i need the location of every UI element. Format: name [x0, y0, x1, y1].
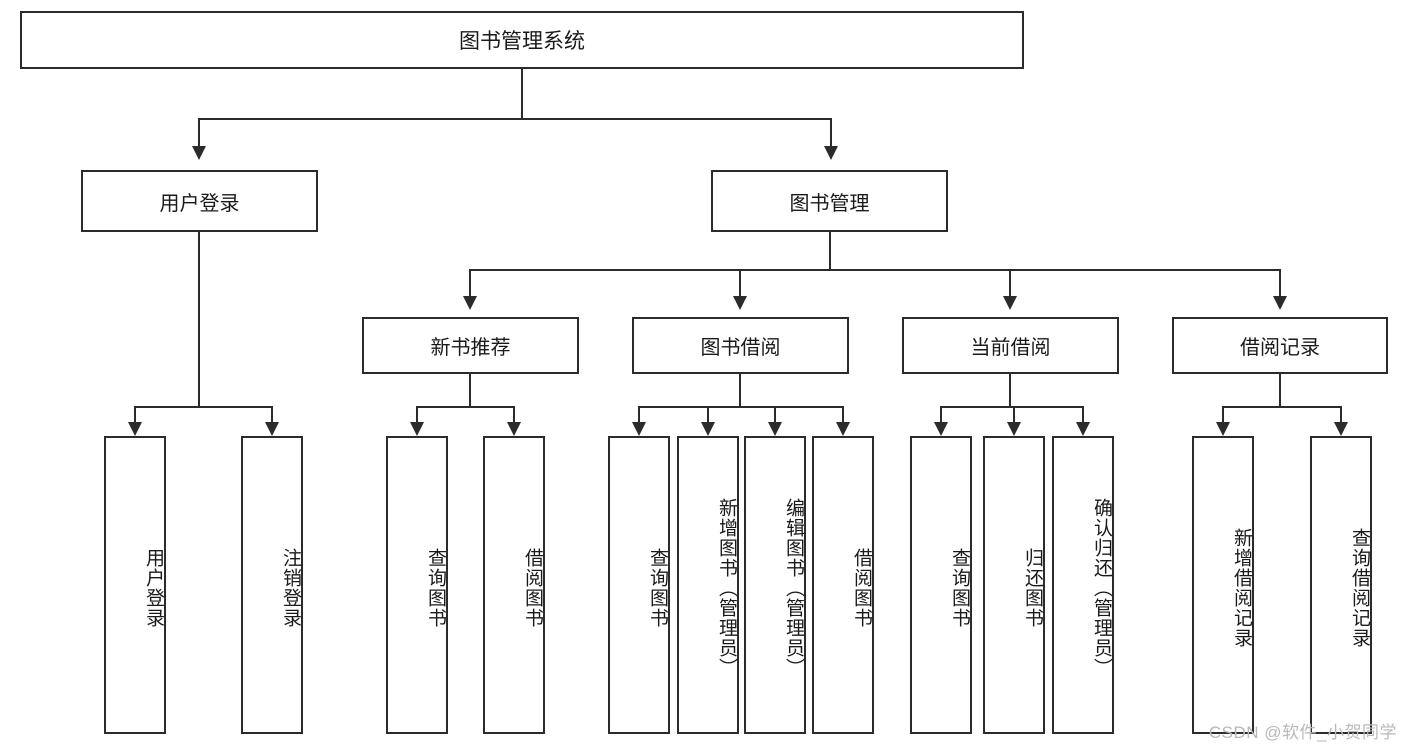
edge-newbook-stem [469, 374, 471, 407]
watermark-text: CSDN @软件_小贺同学 [1208, 723, 1397, 742]
node-current-borrow[interactable]: 当前借阅 [902, 317, 1119, 374]
arrow-to-leaf-add-record [1216, 422, 1230, 436]
node-book-borrow[interactable]: 图书借阅 [632, 317, 849, 374]
edge-currentborrow-stem [1009, 374, 1011, 407]
node-label: 编辑图书（管理员） [783, 498, 804, 678]
edge-bookborrow-bus [638, 406, 843, 408]
node-label: 查询图书 [425, 548, 446, 628]
edge-newbook-drop-2 [513, 406, 515, 422]
node-label: 查询图书 [647, 548, 668, 628]
node-label: 新书推荐 [430, 337, 511, 359]
leaf-add-borrow-record[interactable]: 新增借阅记录 [1192, 436, 1254, 734]
edge-bookmanage-bus [469, 269, 1281, 271]
edge-bookmanage-drop-3 [1009, 269, 1011, 296]
node-label: 归还图书 [1022, 548, 1043, 628]
edge-bookborrow-drop-2 [707, 406, 709, 422]
edge-borrowrecord-drop-1 [1222, 406, 1224, 422]
edge-bookmanage-drop-1 [469, 269, 471, 296]
node-label: 注销登录 [280, 548, 301, 628]
arrow-to-leaf-query-record [1334, 422, 1348, 436]
node-root-book-management-system[interactable]: 图书管理系统 [20, 11, 1024, 69]
arrow-to-book-borrow [733, 296, 747, 310]
edge-borrowrecord-stem [1279, 374, 1281, 407]
edge-root-drop-left [198, 118, 200, 146]
arrow-to-leaf-edit-book [768, 422, 782, 436]
arrow-to-leaf-confirm-return [1076, 422, 1090, 436]
arrow-to-user-login [192, 146, 206, 160]
leaf-query-book-borrow[interactable]: 查询图书 [608, 436, 670, 734]
edge-currentborrow-drop-2 [1013, 406, 1015, 422]
node-label: 图书管理 [789, 192, 870, 215]
arrow-to-leaf-query-book-1 [410, 422, 424, 436]
edge-userlogin-drop-2 [271, 406, 273, 422]
arrow-to-borrow-record [1273, 296, 1287, 310]
node-label: 借阅图书 [851, 548, 872, 628]
arrow-to-new-book-rec [463, 296, 477, 310]
arrow-to-book-manage [824, 146, 838, 160]
arrow-to-current-borrow [1003, 296, 1017, 310]
node-label: 借阅图书 [522, 548, 543, 628]
node-book-management[interactable]: 图书管理 [711, 170, 948, 232]
edge-borrowrecord-bus [1222, 406, 1340, 408]
node-label: 确认归还（管理员） [1091, 498, 1112, 678]
edge-root-stem [521, 69, 523, 119]
edge-userlogin-stem [198, 232, 200, 407]
node-label: 图书借阅 [700, 337, 781, 359]
node-label: 借阅记录 [1240, 337, 1320, 359]
node-label: 查询借阅记录 [1349, 528, 1370, 648]
leaf-borrow-book[interactable]: 借阅图书 [812, 436, 874, 734]
node-label: 用户登录 [159, 192, 240, 215]
edge-newbook-bus [416, 406, 514, 408]
edge-userlogin-drop-1 [134, 406, 136, 422]
arrow-to-leaf-return-book [1007, 422, 1021, 436]
leaf-query-book-current[interactable]: 查询图书 [910, 436, 972, 734]
edge-bookmanage-stem [829, 232, 831, 270]
edge-root-bus [198, 118, 832, 120]
leaf-query-book-recommend[interactable]: 查询图书 [386, 436, 448, 734]
edge-newbook-drop-1 [416, 406, 418, 422]
edge-userlogin-bus [134, 406, 272, 408]
leaf-confirm-return-admin[interactable]: 确认归还（管理员） [1052, 436, 1114, 734]
edge-bookborrow-drop-1 [638, 406, 640, 422]
arrow-to-leaf-user-login [128, 422, 142, 436]
leaf-add-book-admin[interactable]: 新增图书（管理员） [677, 436, 739, 734]
edge-currentborrow-drop-3 [1082, 406, 1084, 422]
leaf-edit-book-admin[interactable]: 编辑图书（管理员） [744, 436, 806, 734]
node-label: 图书管理系统 [459, 30, 585, 53]
leaf-query-borrow-record[interactable]: 查询借阅记录 [1310, 436, 1372, 734]
edge-root-drop-right [830, 118, 832, 146]
edge-bookborrow-drop-3 [774, 406, 776, 422]
node-new-book-recommend[interactable]: 新书推荐 [362, 317, 579, 374]
arrow-to-leaf-borrow-book-1 [507, 422, 521, 436]
edge-currentborrow-drop-1 [940, 406, 942, 422]
arrow-to-leaf-logout [265, 422, 279, 436]
edge-bookborrow-stem [739, 374, 741, 407]
edge-bookmanage-drop-4 [1279, 269, 1281, 296]
arrow-to-leaf-query-book-2 [632, 422, 646, 436]
edge-borrowrecord-drop-2 [1340, 406, 1342, 422]
edge-currentborrow-bus [940, 406, 1083, 408]
node-label: 新增借阅记录 [1231, 528, 1252, 648]
arrow-to-leaf-borrow-book-2 [836, 422, 850, 436]
edge-bookborrow-drop-4 [842, 406, 844, 422]
arrow-to-leaf-query-book-3 [934, 422, 948, 436]
node-borrow-record[interactable]: 借阅记录 [1172, 317, 1388, 374]
node-label: 新增图书（管理员） [716, 498, 737, 678]
edge-bookmanage-drop-2 [739, 269, 741, 296]
leaf-logout[interactable]: 注销登录 [241, 436, 303, 734]
leaf-user-login[interactable]: 用户登录 [104, 436, 166, 734]
arrow-to-leaf-add-book [701, 422, 715, 436]
leaf-return-book[interactable]: 归还图书 [983, 436, 1045, 734]
node-label: 查询图书 [949, 548, 970, 628]
leaf-borrow-book-recommend[interactable]: 借阅图书 [483, 436, 545, 734]
node-label: 当前借阅 [970, 337, 1051, 359]
node-label: 用户登录 [143, 548, 164, 628]
node-user-login[interactable]: 用户登录 [81, 170, 318, 232]
